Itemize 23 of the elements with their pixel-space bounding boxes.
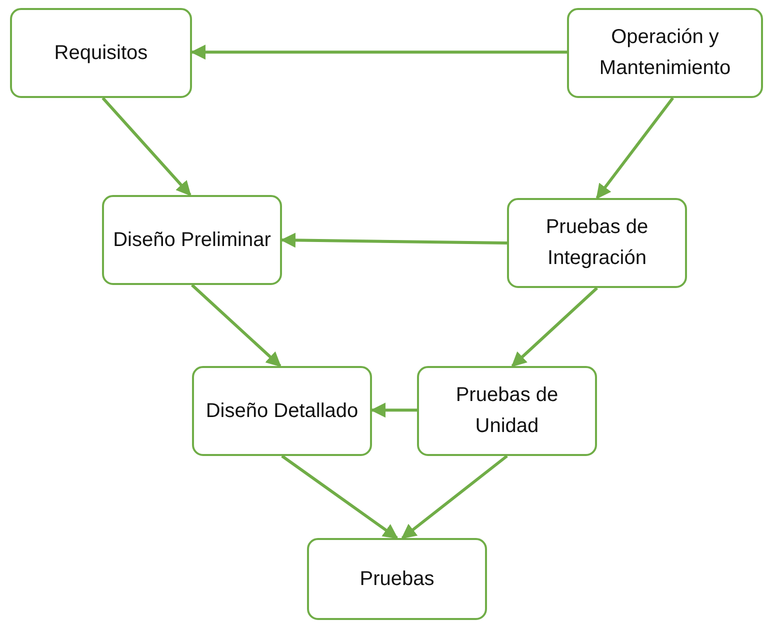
process-box — [417, 366, 597, 456]
arrow — [281, 454, 398, 540]
process-box — [307, 538, 487, 620]
arrow — [401, 454, 508, 540]
arrow — [190, 284, 282, 368]
arrow — [280, 232, 508, 248]
process-box — [102, 195, 282, 285]
arrow — [190, 44, 567, 60]
box-label: Operación y Mantenimiento — [598, 25, 732, 81]
box-label: Pruebas de Integración — [544, 215, 650, 271]
box-label: Pruebas — [360, 566, 434, 592]
arrow — [370, 402, 417, 418]
arrow — [596, 97, 674, 200]
process-box — [10, 8, 192, 98]
process-box — [192, 366, 372, 456]
process-box — [507, 198, 687, 288]
arrow — [511, 286, 598, 368]
box-label: Diseño Detallado — [206, 398, 358, 424]
box-label: Diseño Preliminar — [113, 228, 271, 252]
arrow — [102, 97, 192, 196]
box-label: Pruebas de Unidad — [454, 383, 560, 439]
box-label: Requisitos — [54, 40, 148, 66]
process-box — [567, 8, 763, 98]
